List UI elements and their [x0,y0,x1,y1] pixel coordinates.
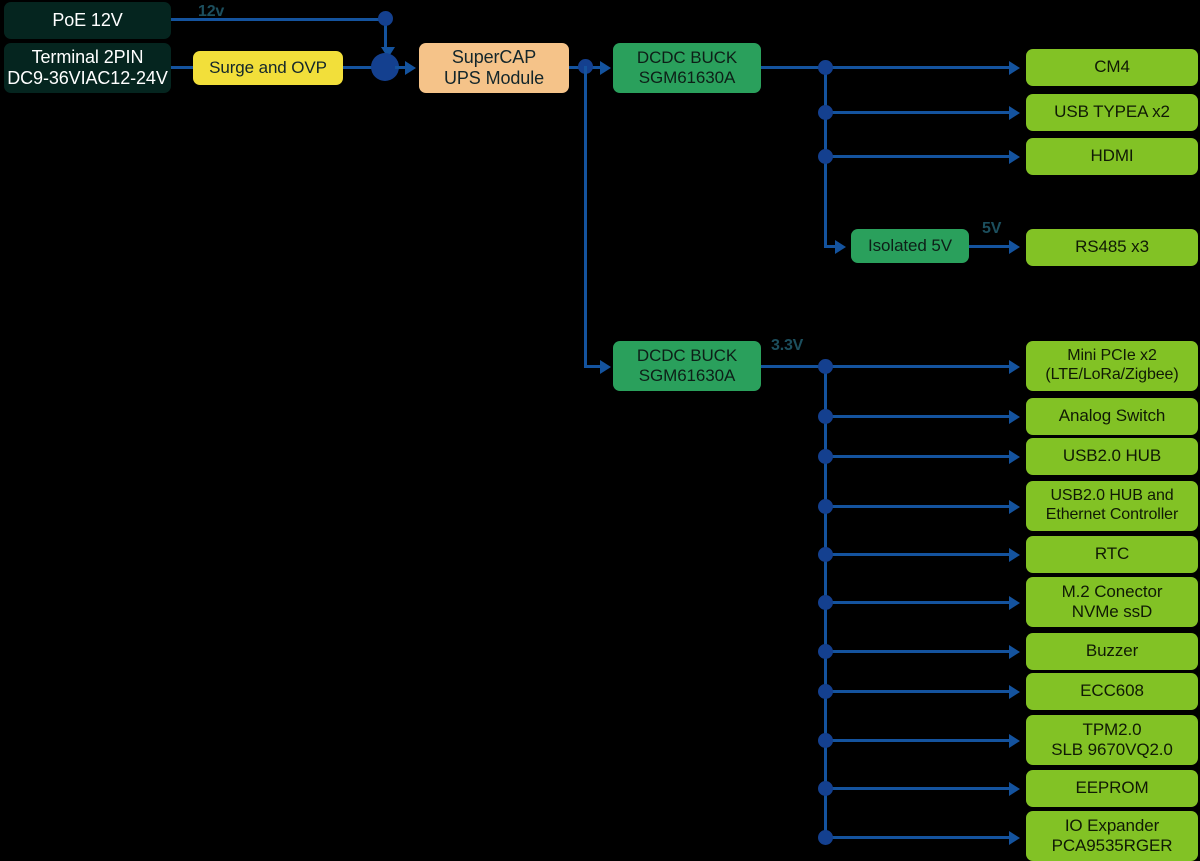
junction-dot-analog-switch [818,409,833,424]
arrow-into-usb-typea [1009,106,1020,120]
arrow-into-io-expander [1009,831,1020,845]
arrow-into-buzzer [1009,645,1020,659]
wire-label-33v: 3.3V [771,337,804,354]
arrow-into-mini-pcie [1009,360,1020,374]
wire-bus-to-usb20-hub-eth [824,505,1014,508]
wire-bus-to-usb-typea [824,111,1014,114]
node-io-expander[interactable]: IO Expander PCA9535RGER [1026,811,1198,861]
wire-poe-horizontal [171,18,387,21]
node-m2-connector-nvme[interactable]: M.2 Conector NVMe ssD [1026,577,1198,627]
wire-trunk-to-buck2 [584,66,587,368]
wire-bus-to-hdmi [824,155,1014,158]
wire-label-5v: 5V [982,220,1002,237]
wire-buck1-to-bus [761,66,827,69]
wire-bus-to-eeprom [824,787,1014,790]
junction-dot-io-expander [818,830,833,845]
node-dcdc-buck-1[interactable]: DCDC BUCK SGM61630A [613,43,761,93]
junction-dot-mini-pcie [818,359,833,374]
wire-merge-to-supercap [395,66,411,69]
node-cm4[interactable]: CM4 [1026,49,1198,86]
arrow-into-analog-switch [1009,410,1020,424]
wire-poe-vertical [384,18,387,52]
junction-dot-tpm [818,733,833,748]
arrow-into-eeprom [1009,782,1020,796]
arrow-into-supercap [405,61,416,75]
wire-bus-to-io-expander [824,836,1014,839]
node-ecc608[interactable]: ECC608 [1026,673,1198,710]
junction-dot-buzzer [818,644,833,659]
junction-dot-merge [371,53,399,81]
node-usb20-hub[interactable]: USB2.0 HUB [1026,438,1198,475]
junction-dot-poe [378,11,393,26]
arrow-into-rs485 [1009,240,1020,254]
wire-trunk-into-buck2 [584,365,606,368]
node-poe-12v[interactable]: PoE 12V [4,2,171,39]
arrow-into-tpm [1009,734,1020,748]
junction-dot-m2-nvme [818,595,833,610]
junction-dot-usb20-hub [818,449,833,464]
arrow-into-m2-nvme [1009,596,1020,610]
wire-bus-to-analog-switch [824,415,1014,418]
node-rtc[interactable]: RTC [1026,536,1198,573]
wire-bus-to-tpm [824,739,1014,742]
node-buzzer[interactable]: Buzzer [1026,633,1198,670]
wire-bus-to-iso5v [824,245,843,248]
wire-label-12v: 12v [198,3,225,20]
arrow-into-usb20-hub-eth [1009,500,1020,514]
junction-dot-rtc [818,547,833,562]
arrow-into-rtc [1009,548,1020,562]
wire-buck2-to-bus [761,365,827,368]
wire-bus-to-mini-pcie [824,365,1014,368]
arrow-into-iso5v [835,240,846,254]
node-tpm20[interactable]: TPM2.0 SLB 9670VQ2.0 [1026,715,1198,765]
node-isolated-5v[interactable]: Isolated 5V [851,229,969,263]
node-eeprom[interactable]: EEPROM [1026,770,1198,807]
node-dcdc-buck-2[interactable]: DCDC BUCK SGM61630A [613,341,761,391]
junction-dot-cm4 [818,60,833,75]
wire-bus-to-buzzer [824,650,1014,653]
node-supercap-ups-module[interactable]: SuperCAP UPS Module [419,43,569,93]
junction-dot-hdmi [818,149,833,164]
junction-dot-usb20-hub-eth [818,499,833,514]
node-usb20-hub-ethernet[interactable]: USB2.0 HUB and Ethernet Controller [1026,481,1198,531]
arrow-into-usb20-hub [1009,450,1020,464]
junction-dot-ecc608 [818,684,833,699]
node-usb-typea[interactable]: USB TYPEA x2 [1026,94,1198,131]
arrow-into-hdmi [1009,150,1020,164]
arrow-into-cm4 [1009,61,1020,75]
wire-iso5v-to-rs485 [969,245,1014,248]
junction-dot-usb-typea [818,105,833,120]
node-analog-switch[interactable]: Analog Switch [1026,398,1198,435]
wire-bus-to-usb20-hub [824,455,1014,458]
arrow-into-buck2 [600,360,611,374]
wire-bus-to-ecc608 [824,690,1014,693]
node-terminal-2pin[interactable]: Terminal 2PIN DC9-36VIAC12-24V [4,43,171,93]
wire-bus-to-rtc [824,553,1014,556]
arrow-into-buck1 [600,61,611,75]
node-surge-and-ovp[interactable]: Surge and OVP [193,51,343,85]
node-hdmi[interactable]: HDMI [1026,138,1198,175]
wire-bus-to-m2-nvme [824,601,1014,604]
node-mini-pcie[interactable]: Mini PCIe x2 (LTE/LoRa/Zigbee) [1026,341,1198,391]
wire-surge-to-merge [343,66,385,69]
wire-terminal-to-surge [171,66,195,69]
arrow-poe-down [381,47,395,58]
wire-bus-to-cm4 [824,66,1014,69]
junction-dot-eeprom [818,781,833,796]
node-rs485[interactable]: RS485 x3 [1026,229,1198,266]
arrow-into-ecc608 [1009,685,1020,699]
